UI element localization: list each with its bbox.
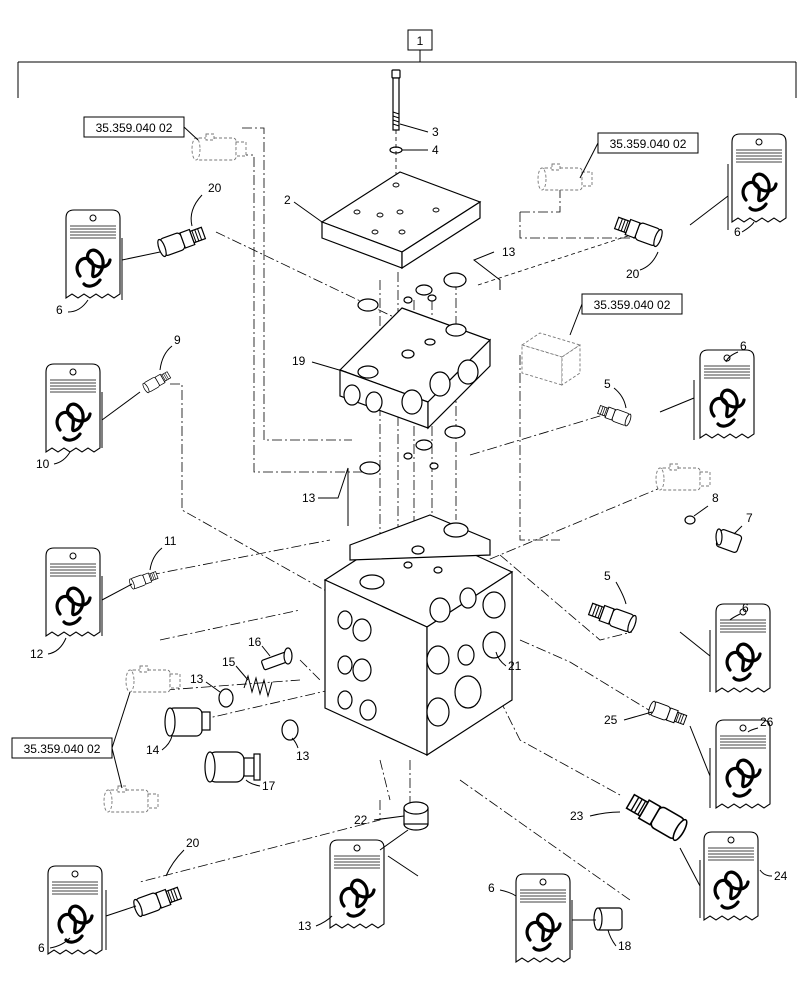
cover-plate <box>320 171 482 270</box>
bolt <box>391 69 401 131</box>
callout-22: 22 <box>354 813 368 827</box>
solenoid-ghost-1 <box>191 133 247 161</box>
callout-19: 19 <box>292 354 306 368</box>
fitting-25 <box>646 699 689 728</box>
callout-10: 10 <box>36 457 50 471</box>
svg-text:35.359.040 02: 35.359.040 02 <box>24 742 101 756</box>
callout-5: 5 <box>604 377 611 391</box>
callout-13: 13 <box>298 919 312 933</box>
spring-15 <box>243 674 273 698</box>
callout-13: 13 <box>502 245 516 259</box>
callout-13: 13 <box>296 749 310 763</box>
callout-6: 6 <box>488 881 495 895</box>
svg-text:35.359.040 02: 35.359.040 02 <box>96 121 173 135</box>
seal-8 <box>684 515 696 525</box>
valve-body <box>323 514 514 757</box>
cap-18 <box>593 907 623 931</box>
solenoid-ghost-2 <box>537 163 593 191</box>
valve-section <box>338 307 492 430</box>
seal-kit-bag-4 <box>698 348 756 440</box>
callout-13: 13 <box>190 672 204 686</box>
callout-6: 6 <box>38 941 45 955</box>
callout-24: 24 <box>774 869 788 883</box>
callout-3: 3 <box>432 125 439 139</box>
callout-2: 2 <box>284 193 291 207</box>
solenoid-ghost-5 <box>103 785 159 813</box>
callout-12: 12 <box>30 647 44 661</box>
bag-leader-lines <box>101 164 729 950</box>
callout-11: 11 <box>164 534 177 548</box>
callout-1: 1 <box>417 34 424 48</box>
callout-9: 9 <box>174 333 181 347</box>
callout-6: 6 <box>742 601 749 615</box>
ring-13-a <box>218 688 234 708</box>
callout-8: 8 <box>712 491 719 505</box>
callout-13: 13 <box>302 491 316 505</box>
seal-kit-bag-11 <box>514 872 572 964</box>
solenoid-ghost-4 <box>125 665 181 693</box>
plug-14 <box>164 707 211 737</box>
blank-block <box>520 332 582 386</box>
fitting-20-upper-left <box>155 223 208 259</box>
callout-20: 20 <box>186 836 200 850</box>
callout-21: 21 <box>508 659 522 673</box>
callout-16: 16 <box>248 635 262 649</box>
solenoid-ghost-3 <box>655 463 711 491</box>
svg-text:35.359.040 02: 35.359.040 02 <box>594 298 671 312</box>
seal-kit-bag-5 <box>44 546 102 638</box>
seal-kit-bag-6 <box>714 602 772 694</box>
ref-box-top-right[interactable]: 35.359.040 02 <box>579 132 699 179</box>
callout-6: 6 <box>734 225 741 239</box>
plug-17 <box>204 751 261 783</box>
callout-5: 5 <box>604 569 611 583</box>
ref-box-top-left[interactable]: 35.359.040 02 <box>83 116 199 141</box>
fitting-20-lower <box>131 883 184 919</box>
seal-kit-bag-3 <box>44 362 102 454</box>
svg-text:35.359.040 02: 35.359.040 02 <box>610 137 687 151</box>
o-rings-lower <box>359 425 466 475</box>
callout-6: 6 <box>740 339 747 353</box>
seal-kit-bag-1 <box>64 208 122 300</box>
plug-7 <box>715 528 743 553</box>
callout-15: 15 <box>222 655 236 669</box>
fitting-9 <box>141 369 172 394</box>
fitting-23 <box>623 790 691 843</box>
fitting-5-lower <box>586 599 639 635</box>
assembly-bracket: 1 <box>17 29 797 98</box>
fitting-5-upper <box>596 403 633 428</box>
ref-box-left[interactable]: 35.359.040 02 <box>11 691 131 789</box>
callout-25: 25 <box>604 713 618 727</box>
fitting-20-upper-right <box>612 213 665 249</box>
callout-7: 7 <box>746 511 753 525</box>
callout-6: 6 <box>56 303 63 317</box>
callout-23: 23 <box>570 809 584 823</box>
seal-kit-bag-2 <box>730 132 788 224</box>
callout-20: 20 <box>626 267 640 281</box>
seal-kit-bag-7 <box>714 718 772 810</box>
poppet-16 <box>261 647 293 671</box>
ring-13-b <box>281 719 299 741</box>
callout-18: 18 <box>618 939 632 953</box>
seal-kit-bag-8 <box>702 830 760 922</box>
seal-kit-bag-9 <box>46 864 104 956</box>
fitting-11 <box>128 569 160 591</box>
seal-kit-bag-10 <box>328 838 386 930</box>
callout-labels: 3 4 2 13 19 20 6 20 6 9 10 5 6 13 8 7 11… <box>30 123 788 955</box>
callout-26: 26 <box>760 715 774 729</box>
callout-4: 4 <box>432 143 439 157</box>
ref-box-mid-right[interactable]: 35.359.040 02 <box>569 293 683 336</box>
callout-14: 14 <box>146 743 160 757</box>
cap-22 <box>403 801 429 831</box>
callout-20: 20 <box>208 181 222 195</box>
callout-17: 17 <box>262 779 276 793</box>
o-rings-upper <box>357 272 467 312</box>
